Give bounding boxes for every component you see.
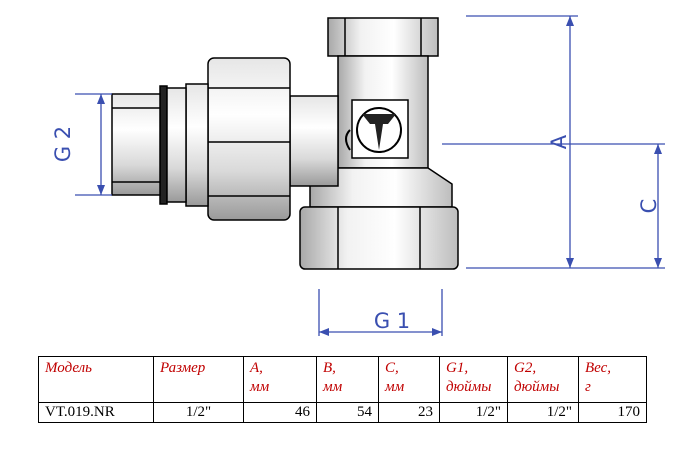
cell-c: 23 [378,402,440,423]
cell-b: 54 [316,402,379,423]
g2-label: G 2 [51,126,75,162]
header-model: Модель [38,356,154,403]
cell-model: VT.019.NR [38,402,154,423]
header-c: C,мм [378,356,440,403]
spec-table: Модель Размер A,мм B,мм C,мм G1,дюймы G2… [38,356,647,423]
header-a: A,мм [243,356,317,403]
header-b: B,мм [316,356,379,403]
threaded-tail [111,93,161,196]
cell-g2: 1/2" [507,402,579,423]
cell-weight: 170 [578,402,647,423]
g1-label: G 1 [374,309,410,333]
header-g1: G1,дюймы [439,356,508,403]
a-dimension [466,15,665,269]
g2-dimension [75,93,112,196]
cell-g1: 1/2" [439,402,508,423]
g1-dimension [318,289,443,336]
side-neck [289,95,339,187]
valve-drawing: VT G 2 G 1 A C [0,0,665,336]
top-cap [327,17,439,57]
logo-text: VT [0,0,2,1]
bottom-nut [299,206,459,270]
table-header-row: Модель Размер A,мм B,мм C,мм G1,дюймы G2… [38,356,647,403]
header-g2: G2,дюймы [507,356,579,403]
a-label: A [547,134,571,149]
valve-body [111,17,459,270]
c-dimension [442,143,665,268]
sleeve [185,83,209,207]
cell-size: 1/2" [153,402,244,423]
o-ring [159,85,168,205]
brand-logo: VT [0,0,409,159]
c-label: C [637,199,661,214]
header-weight: Вес,г [578,356,647,403]
header-size: Размер [153,356,244,403]
cell-a: 46 [243,402,317,423]
table-row: VT.019.NR 1/2" 46 54 23 1/2" 1/2" 170 [38,402,647,423]
